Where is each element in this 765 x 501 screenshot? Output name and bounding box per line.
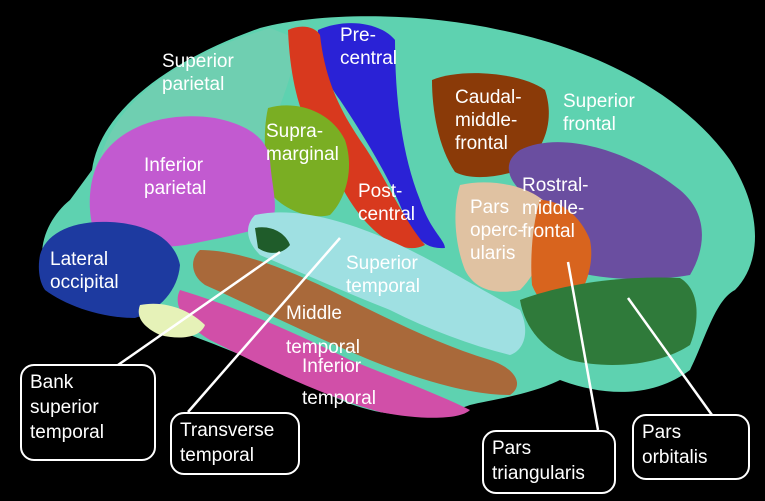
label-inferior-temporal: Inferior temporal [302,351,376,415]
label-rostral-middle-frontal-text: Rostral- middle- frontal [522,175,589,242]
callout-bank-superior-temporal: Bank superior temporal [20,364,156,461]
callout-transverse-temporal: Transverse temporal [170,412,300,475]
callout-pars-orbitalis-text: Pars orbitalis [642,422,707,468]
label-supramarginal: Supra- marginal [266,120,339,166]
callout-transverse-temporal-text: Transverse temporal [180,420,274,466]
label-lateral-occipital: Lateral occipital [50,248,119,294]
label-superior-parietal-text: Superior parietal [162,51,234,95]
label-caudal-middle-frontal-text: Caudal- middle- frontal [455,87,522,154]
label-postcentral-text: Post- central [358,181,415,225]
label-precentral-text: Pre- central [340,25,397,69]
label-inferior-parietal-text: Inferior parietal [144,155,206,199]
label-inferior-parietal: Inferior parietal [144,154,206,200]
label-superior-temporal: Superior temporal [346,252,420,298]
label-rostral-middle-frontal: Rostral- middle- frontal [522,174,589,243]
label-lateral-occipital-text: Lateral occipital [50,249,119,293]
label-middle-temporal-text: Middle temporal [286,303,360,358]
callout-pars-orbitalis: Pars orbitalis [632,414,750,480]
label-pars-opercularis: Pars operc- ularis [470,196,524,265]
label-superior-temporal-text: Superior temporal [346,253,420,297]
label-supramarginal-text: Supra- marginal [266,121,339,165]
label-superior-parietal: Superior parietal [162,50,234,96]
label-caudal-middle-frontal: Caudal- middle- frontal [455,86,522,155]
callout-bank-superior-temporal-text: Bank superior temporal [30,372,104,443]
callout-pars-triangularis: Pars triangularis [482,430,616,494]
label-superior-frontal-text: Superior frontal [563,91,635,135]
label-inferior-temporal-text: Inferior temporal [302,356,376,409]
label-pars-opercularis-text: Pars operc- ularis [470,197,524,264]
label-superior-frontal: Superior frontal [563,90,635,136]
label-precentral: Pre- central [340,24,397,70]
callout-pars-triangularis-text: Pars triangularis [492,438,585,484]
label-postcentral: Post- central [358,180,415,226]
